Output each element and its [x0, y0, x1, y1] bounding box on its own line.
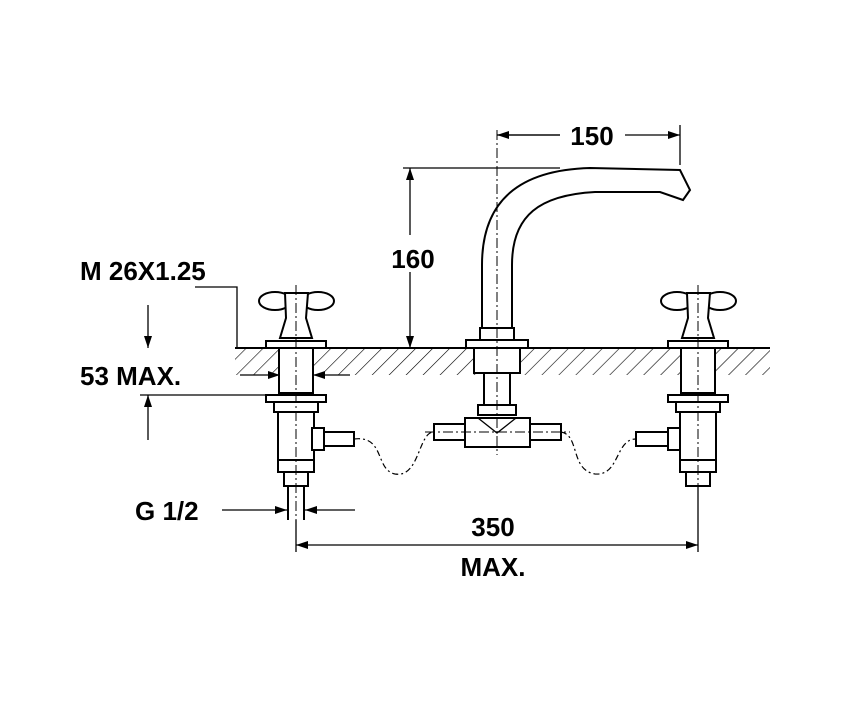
dim-spout-reach: 150	[570, 121, 613, 151]
spout	[425, 130, 692, 455]
dimension-150: 150	[497, 121, 681, 165]
right-valve	[635, 285, 737, 500]
dim-connection: G 1/2	[135, 496, 199, 526]
left-valve	[258, 285, 355, 520]
dimension-connection: G 1/2	[135, 496, 355, 526]
dimension-thread: M 26X1.25	[80, 256, 238, 348]
dim-deck-thickness: 53 MAX.	[80, 361, 181, 391]
dim-spread: 350	[471, 512, 514, 542]
right-hose	[560, 431, 637, 475]
dim-spread-suffix: MAX.	[461, 552, 526, 582]
dim-thread: M 26X1.25	[80, 256, 206, 286]
dimension-160: 160	[391, 167, 560, 348]
left-hose	[353, 431, 435, 475]
dim-spout-height: 160	[391, 244, 434, 274]
dimension-spread: 350 MAX.	[295, 485, 699, 582]
dimension-deck-thickness: 53 MAX.	[80, 305, 350, 440]
